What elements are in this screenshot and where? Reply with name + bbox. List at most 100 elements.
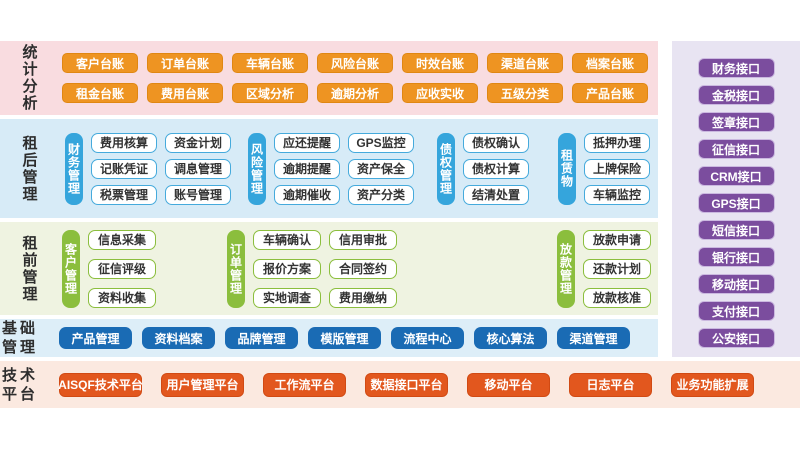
- module-chip: 报价方案: [253, 258, 321, 279]
- stats-chip: 时效台账: [402, 53, 478, 73]
- module-chip: 费用核算: [91, 132, 157, 153]
- module-chip: 放款核准: [583, 287, 651, 308]
- basic-chip: 资料档案: [142, 327, 215, 349]
- layer-basic-label: 基础管理: [1, 320, 38, 356]
- group-risk-tag: 风险管理: [248, 132, 266, 205]
- module-chip: 逾期提醒: [274, 158, 340, 179]
- module-chip: 合同签约: [329, 258, 397, 279]
- module-chip: 结清处置: [463, 184, 529, 205]
- module-chip: 车辆确认: [253, 229, 321, 250]
- module-chip: 抵押办理: [584, 132, 650, 153]
- module-chip: 税票管理: [91, 184, 157, 205]
- module-chip: 资料收集: [88, 287, 156, 308]
- interface-chip: 财务接口: [697, 58, 775, 78]
- basic-chip: 流程中心: [391, 327, 464, 349]
- stats-grid: 客户台账 订单台账 车辆台账 风险台账 时效台账 渠道台账 档案台账 租金台账 …: [62, 53, 648, 103]
- group-customer-tag: 客户管理: [62, 229, 80, 308]
- basic-chip: 产品管理: [59, 327, 132, 349]
- layer-post-lease: 租后管理 财务管理 费用核算 记账凭证 税票管理 资金计划 调息管理 账号管理: [0, 119, 658, 218]
- interface-column: 财务接口 金税接口 签章接口 征信接口 CRM接口 GPS接口 短信接口 银行接…: [672, 41, 800, 357]
- stats-row: 租金台账 费用台账 区域分析 逾期分析 应收实收 五级分类 产品台账: [62, 83, 648, 103]
- pre-lease-groups: 客户管理 信息采集 征信评级 资料收集 订单管理 车辆确认 报价方案 实地调查: [62, 229, 651, 308]
- module-chip: 债权计算: [463, 158, 529, 179]
- stats-chip: 风险台账: [317, 53, 393, 73]
- interface-chip: GPS接口: [697, 193, 775, 213]
- group-finance: 财务管理 费用核算 记账凭证 税票管理 资金计划 调息管理 账号管理: [65, 132, 231, 205]
- module-chip: 账号管理: [165, 184, 231, 205]
- interface-chip: 支付接口: [697, 301, 775, 321]
- module-chip: 征信评级: [88, 258, 156, 279]
- group-customer: 客户管理 信息采集 征信评级 资料收集: [62, 229, 156, 308]
- platform-chip: 业务功能扩展: [671, 372, 754, 397]
- module-chip: 逾期催收: [274, 184, 340, 205]
- interface-chip: 移动接口: [697, 274, 775, 294]
- module-chip: 车辆监控: [584, 184, 650, 205]
- group-column: 资金计划 调息管理 账号管理: [165, 132, 231, 205]
- stats-chip: 档案台账: [572, 53, 648, 73]
- module-chip: 资金计划: [165, 132, 231, 153]
- layer-platform-label: 技术平台: [1, 366, 38, 403]
- stats-chip: 费用台账: [147, 83, 223, 103]
- layer-post-lease-label: 租后管理: [20, 134, 38, 203]
- layer-stack: 统计分析 客户台账 订单台账 车辆台账 风险台账 时效台账 渠道台账 档案台账 …: [0, 41, 658, 357]
- group-risk: 风险管理 应还提醒 逾期提醒 逾期催收 GPS监控 资产保全 资产分类: [248, 132, 414, 205]
- platform-chip: 数据接口平台: [365, 372, 448, 397]
- layer-pre-lease-label: 租前管理: [20, 234, 38, 303]
- stats-chip: 渠道台账: [487, 53, 563, 73]
- platform-chip: 移动平台: [467, 372, 550, 397]
- group-column: 费用核算 记账凭证 税票管理: [91, 132, 157, 205]
- module-chip: GPS监控: [348, 132, 414, 153]
- stats-chip: 区域分析: [232, 83, 308, 103]
- stats-chip: 租金台账: [62, 83, 138, 103]
- module-chip: 费用缴纳: [329, 287, 397, 308]
- interface-chip: 签章接口: [697, 112, 775, 132]
- platform-chip: 工作流平台: [263, 372, 346, 397]
- stats-chip: 应收实收: [402, 83, 478, 103]
- interface-chip: 短信接口: [697, 220, 775, 240]
- module-chip: 信息采集: [88, 229, 156, 250]
- stats-chip: 客户台账: [62, 53, 138, 73]
- interface-chip: CRM接口: [697, 166, 775, 186]
- stats-chip: 车辆台账: [232, 53, 308, 73]
- post-lease-groups: 财务管理 费用核算 记账凭证 税票管理 资金计划 调息管理 账号管理: [65, 132, 650, 205]
- platform-chip: AISQF技术平台: [58, 372, 143, 397]
- group-column: 抵押办理 上牌保险 车辆监控: [584, 132, 650, 205]
- basic-chip: 品牌管理: [225, 327, 298, 349]
- interface-chip: 银行接口: [697, 247, 775, 267]
- interface-chip: 征信接口: [697, 139, 775, 159]
- module-chip: 资产保全: [348, 158, 414, 179]
- layer-pre-lease: 租前管理 客户管理 信息采集 征信评级 资料收集 订单管理 车辆确认: [0, 222, 658, 315]
- group-column: 债权确认 债权计算 结清处置: [463, 132, 529, 205]
- group-column: 信息采集 征信评级 资料收集: [88, 229, 156, 308]
- group-disbursement: 放款管理 放款申请 还款计划 放款核准: [557, 229, 651, 308]
- stats-chip: 产品台账: [572, 83, 648, 103]
- stats-chip: 订单台账: [147, 53, 223, 73]
- module-chip: 应还提醒: [274, 132, 340, 153]
- group-creditor-tag: 债权管理: [437, 132, 455, 205]
- module-chip: 资产分类: [348, 184, 414, 205]
- group-column: 应还提醒 逾期提醒 逾期催收: [274, 132, 340, 205]
- module-chip: 调息管理: [165, 158, 231, 179]
- basic-chips: 产品管理 资料档案 品牌管理 模版管理 流程中心 核心算法 渠道管理: [59, 327, 630, 349]
- module-chip: 实地调查: [253, 287, 321, 308]
- module-chip: 记账凭证: [91, 158, 157, 179]
- stats-chip: 五级分类: [487, 83, 563, 103]
- diagram-body: 统计分析 客户台账 订单台账 车辆台账 风险台账 时效台账 渠道台账 档案台账 …: [0, 41, 800, 357]
- stats-row: 客户台账 订单台账 车辆台账 风险台账 时效台账 渠道台账 档案台账: [62, 53, 648, 73]
- group-order-tag: 订单管理: [227, 229, 245, 308]
- group-leased-asset-tag: 租赁物: [558, 132, 576, 205]
- platform-chips: AISQF技术平台 用户管理平台 工作流平台 数据接口平台 移动平台 日志平台 …: [58, 372, 754, 397]
- group-order: 订单管理 车辆确认 报价方案 实地调查 信用审批 合同签约 费用缴纳: [227, 229, 397, 308]
- group-column: 车辆确认 报价方案 实地调查: [253, 229, 321, 308]
- module-chip: 上牌保险: [584, 158, 650, 179]
- layer-stats: 统计分析 客户台账 订单台账 车辆台账 风险台账 时效台账 渠道台账 档案台账 …: [0, 41, 658, 115]
- module-chip: 放款申请: [583, 229, 651, 250]
- group-column: 放款申请 还款计划 放款核准: [583, 229, 651, 308]
- group-leased-asset: 租赁物 抵押办理 上牌保险 车辆监控: [558, 132, 650, 205]
- group-column: GPS监控 资产保全 资产分类: [348, 132, 414, 205]
- basic-chip: 渠道管理: [557, 327, 630, 349]
- module-chip: 还款计划: [583, 258, 651, 279]
- layer-platform: 技术平台 AISQF技术平台 用户管理平台 工作流平台 数据接口平台 移动平台 …: [0, 361, 800, 408]
- group-disbursement-tag: 放款管理: [557, 229, 575, 308]
